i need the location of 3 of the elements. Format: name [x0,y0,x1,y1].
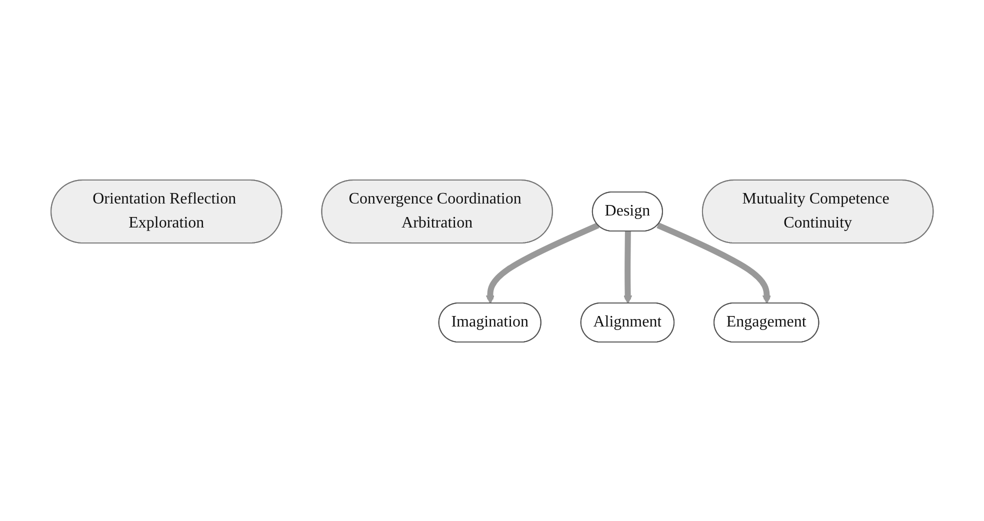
arrow [623,230,632,304]
arrow [486,222,600,304]
arrow [656,222,772,304]
